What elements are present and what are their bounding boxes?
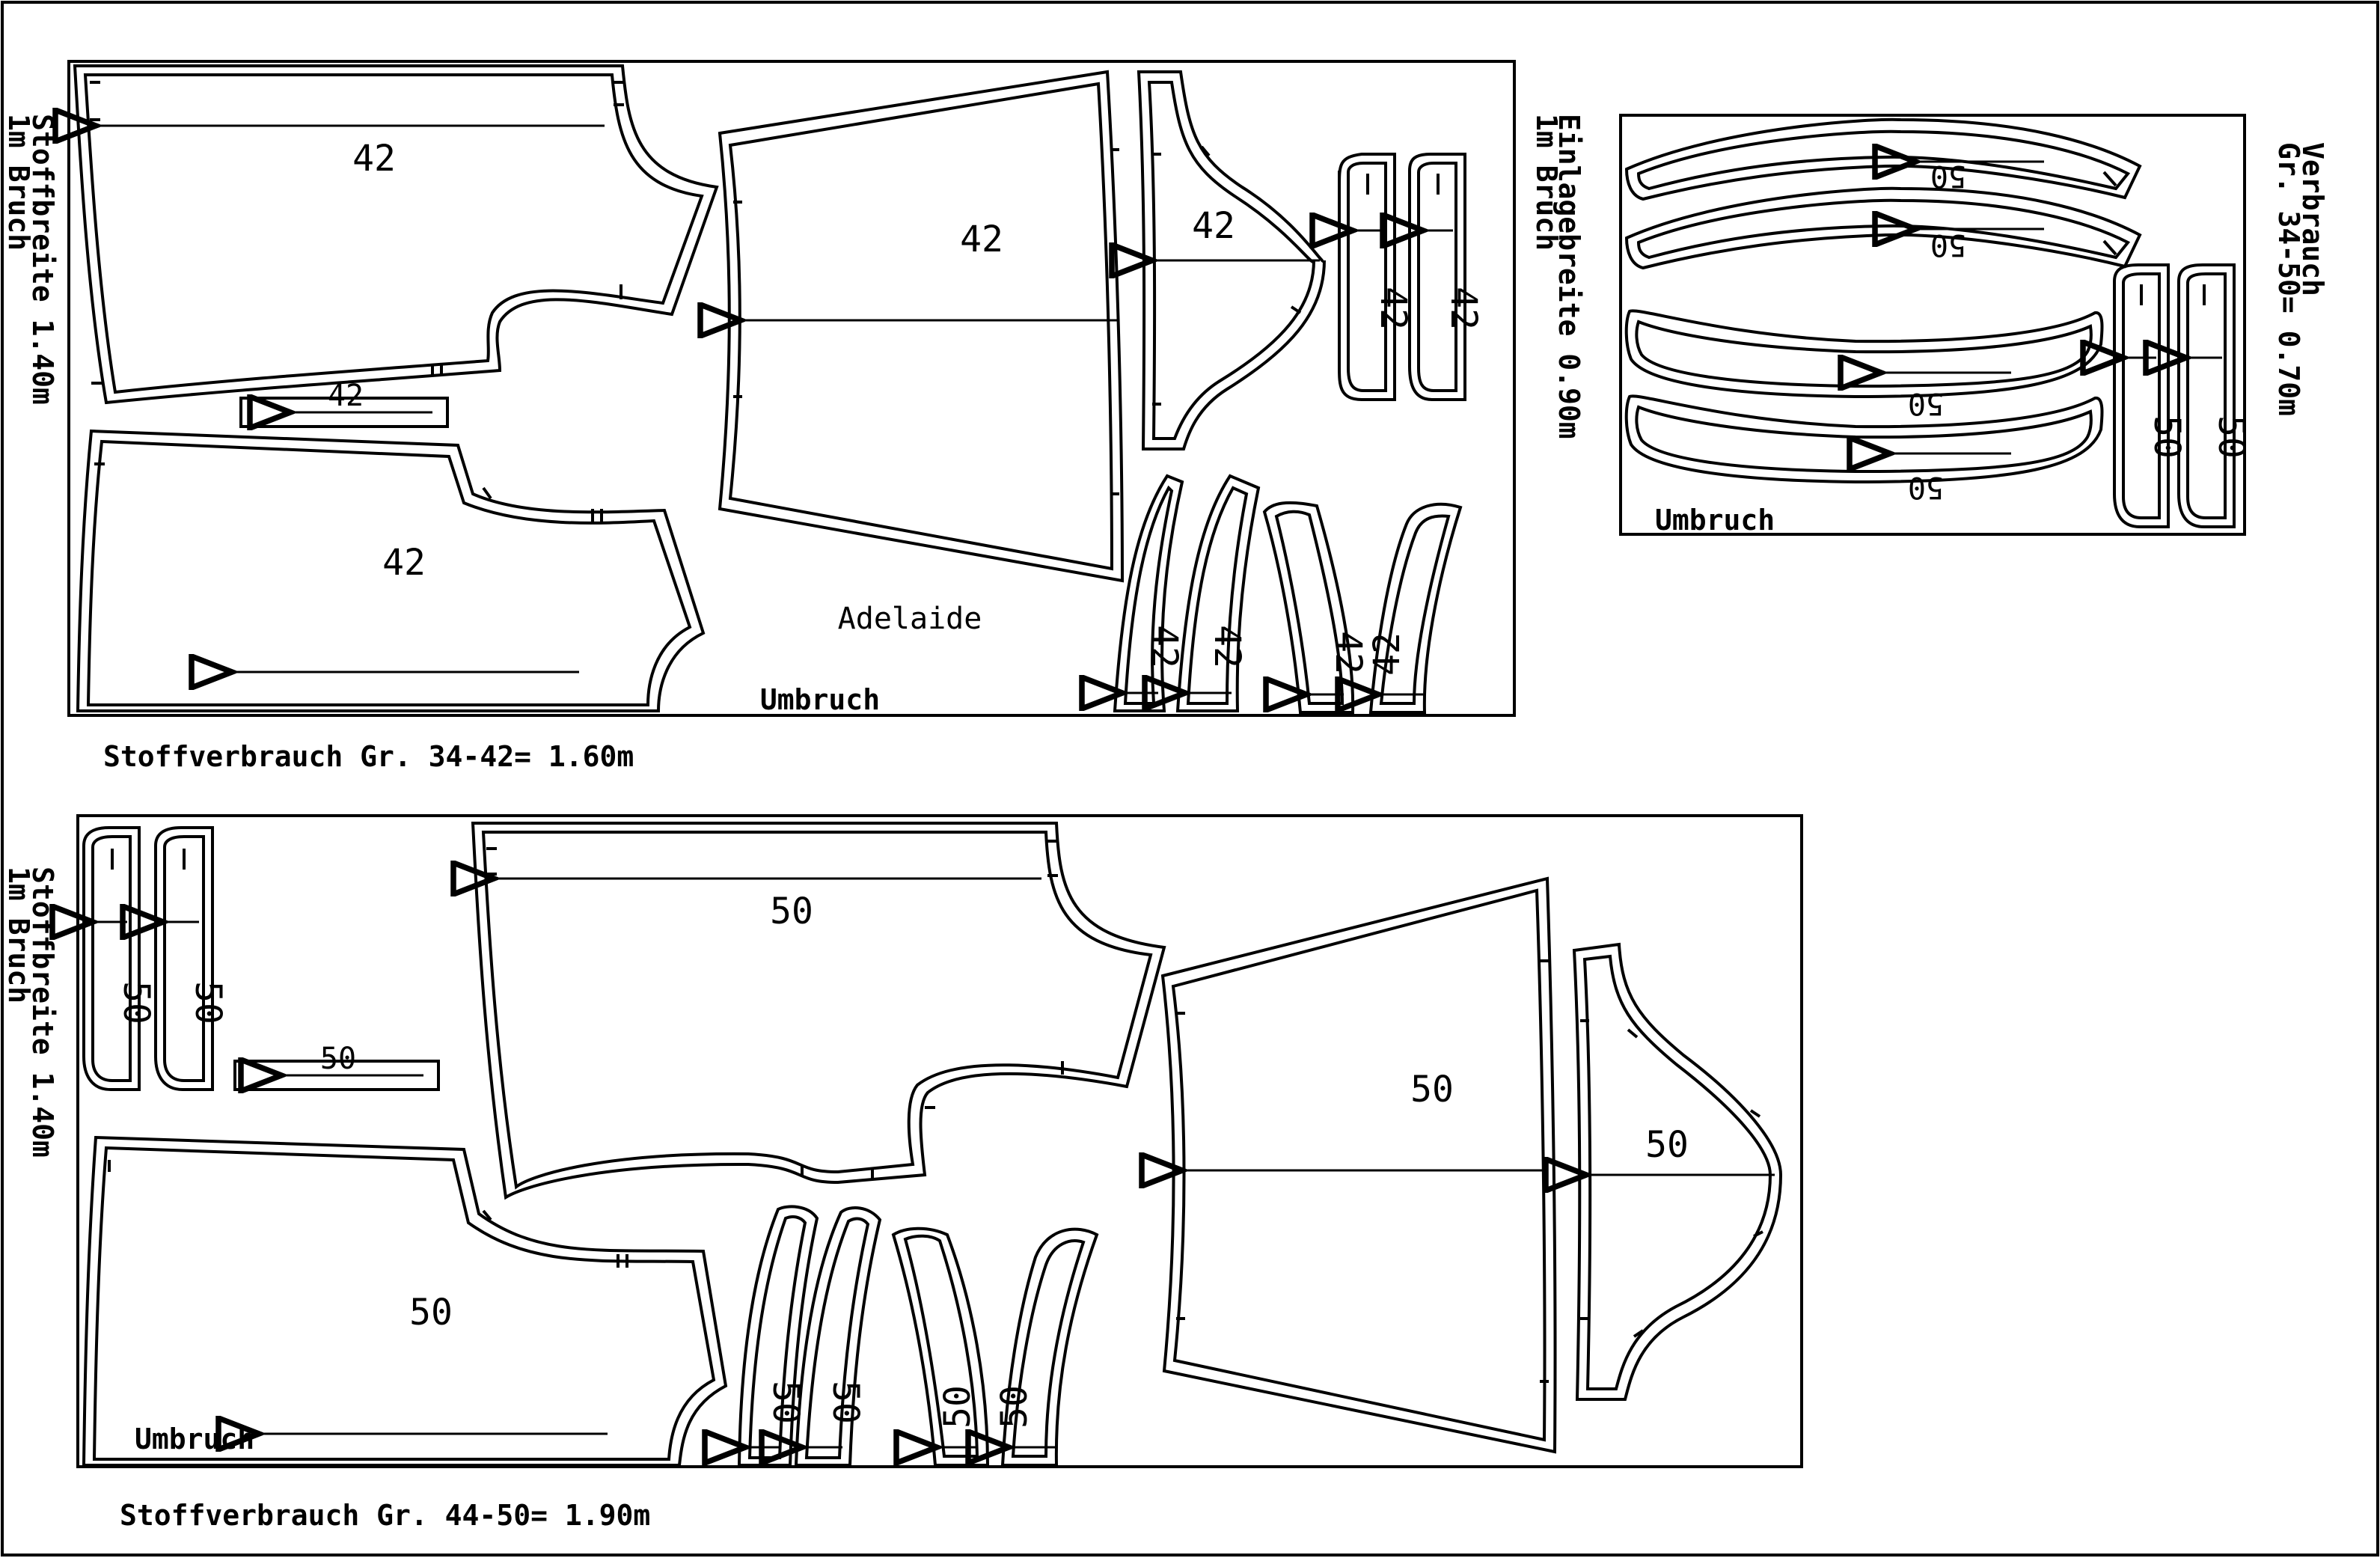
piece-size-label: 42 <box>1327 631 1369 674</box>
piece-band-1: 42 <box>1115 474 1185 712</box>
piece-facing-3: 50 <box>1624 309 2104 421</box>
piece-size-label: 50 <box>1410 1069 1454 1111</box>
piece-size-label: 50 <box>1930 227 1966 262</box>
notch-marks <box>90 81 1302 524</box>
piece-front: 42 <box>76 429 706 712</box>
top-fabric-layout: 42 42 42 42 Adelaide Umbruch <box>67 60 1516 717</box>
fold-width-label: 1m Bruch <box>2 867 35 1004</box>
piece-size-label: 42 <box>960 219 1003 260</box>
piece-band-4: 42 <box>1366 502 1463 714</box>
piece-size-label: 42 <box>1366 632 1408 676</box>
piece-pocket-1: 42 <box>1339 153 1414 401</box>
piece-size-label: 50 <box>187 981 229 1024</box>
piece-size-label: 50 <box>937 1385 979 1429</box>
fold-label: Umbruch <box>760 683 880 716</box>
piece-sleeve: 50 <box>1163 876 1557 1454</box>
piece-size-label: 50 <box>1930 159 1966 193</box>
interfacing-frame <box>1619 114 2246 536</box>
notch-marks <box>108 840 1763 1383</box>
piece-size-label: 42 <box>328 379 364 413</box>
interfacing-width-label: Einlagebreite 0.90m <box>1552 114 1585 439</box>
fold-width-label: 1m Bruch <box>1530 114 1563 251</box>
piece-facing-1: 50 <box>1624 117 2142 201</box>
piece-hood: 50 <box>1574 942 1783 1401</box>
piece-size-label: 42 <box>1443 287 1484 330</box>
interfacing-usage-label: Verbrauch <box>2296 142 2329 296</box>
piece-size-label: 50 <box>320 1042 356 1076</box>
piece-size-label: 50 <box>2210 415 2252 459</box>
piece-back: 42 <box>75 64 719 405</box>
piece-sleeve: 42 <box>720 70 1125 583</box>
fabric-consumption-label: Stoffverbrauch Gr. 34-42= 1.60m <box>103 740 634 773</box>
fabric-consumption-label: Stoffverbrauch Gr. 44-50= 1.90m <box>120 1499 650 1532</box>
piece-strip: 50 <box>233 1042 440 1090</box>
piece-size-label: 42 <box>1192 205 1235 247</box>
interfacing-usage-sizes: Gr. 34-50= 0.70m <box>2272 142 2305 416</box>
piece-front: 50 Umbruch <box>82 1135 728 1467</box>
piece-size-label: 42 <box>1372 287 1414 330</box>
piece-pocket-4: 50 <box>2179 263 2252 528</box>
piece-band-8: 50 <box>994 1227 1099 1467</box>
piece-size-label: 42 <box>352 138 396 180</box>
piece-pocket-6: 50 <box>156 826 229 1091</box>
piece-band-2: 42 <box>1178 474 1261 712</box>
piece-size-label: 50 <box>1908 470 1944 504</box>
interfacing-layout: 50 50 50 50 50 <box>1619 114 2252 537</box>
fabric-width-label: Stoffbreite 1.40m <box>26 114 59 405</box>
bottom-fabric-layout: 50 50 50 50 50 Umbruc <box>78 814 1803 1468</box>
piece-strip: 42 <box>239 379 449 427</box>
piece-size-label: 42 <box>382 542 426 584</box>
model-name: Adelaide <box>838 602 982 636</box>
piece-size-label: 42 <box>1143 625 1185 668</box>
piece-band-7: 50 <box>891 1226 990 1467</box>
piece-size-label: 50 <box>770 891 813 932</box>
top-fabric-frame <box>67 60 1516 717</box>
fold-label: Umbruch <box>1655 504 1775 537</box>
piece-size-label: 50 <box>2146 415 2188 459</box>
piece-band-5: 50 <box>739 1205 819 1467</box>
piece-size-label: 50 <box>825 1381 866 1424</box>
piece-size-label: 50 <box>409 1292 453 1334</box>
piece-size-label: 50 <box>1645 1124 1689 1166</box>
piece-band-3: 42 <box>1262 501 1369 714</box>
piece-facing-2: 50 <box>1624 186 2142 270</box>
fabric-width-label: Stoffbreite 1.40m <box>26 867 59 1158</box>
piece-pocket-5: 50 <box>84 826 157 1091</box>
piece-facing-4: 50 <box>1624 394 2104 504</box>
piece-pocket-2: 42 <box>1410 153 1484 401</box>
piece-back: 50 <box>473 822 1166 1200</box>
piece-size-label: 50 <box>994 1385 1035 1429</box>
piece-hood: 42 <box>1139 70 1326 450</box>
piece-size-label: 50 <box>1908 386 1944 421</box>
fold-width-label: 1m Bruch <box>2 114 35 251</box>
fold-label: Umbruch <box>135 1423 254 1455</box>
piece-band-6: 50 <box>796 1206 882 1467</box>
piece-size-label: 42 <box>1206 625 1248 668</box>
piece-size-label: 50 <box>115 981 157 1024</box>
piece-pocket-3: 50 <box>2114 263 2188 528</box>
